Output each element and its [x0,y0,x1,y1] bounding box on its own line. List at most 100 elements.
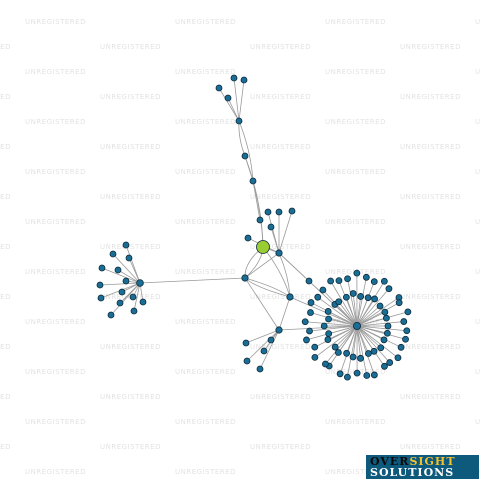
graph-node[interactable] [364,294,372,302]
graph-node[interactable] [98,264,106,272]
graph-node[interactable] [118,288,126,296]
graph-node[interactable] [380,277,388,285]
graph-node[interactable] [244,234,252,242]
graph-node[interactable] [116,299,124,307]
graph-node[interactable] [331,343,339,351]
graph-node[interactable] [319,286,327,294]
graph-node[interactable] [303,336,310,344]
graph-node[interactable] [324,336,332,343]
graph-node[interactable] [342,293,350,301]
graph-node[interactable] [404,308,412,316]
graph-node[interactable] [335,298,343,306]
graph-node[interactable] [307,299,315,306]
hub-node[interactable] [275,249,283,257]
graph-node[interactable] [125,254,133,262]
hub-node-left[interactable] [136,279,144,287]
graph-node[interactable] [107,311,115,319]
hub-node[interactable] [275,326,283,334]
hub-node[interactable] [286,293,294,301]
graph-node[interactable] [402,335,409,343]
graph-node[interactable] [122,277,130,285]
graph-node[interactable] [395,299,403,307]
graph-node[interactable] [381,308,389,316]
graph-node[interactable] [394,354,402,362]
graph-node[interactable] [96,281,104,289]
graph-node[interactable] [307,309,314,316]
graph-node[interactable] [301,318,309,326]
graph-node[interactable] [335,277,343,285]
watermark-text: UNREGISTERED [475,168,480,176]
graph-node[interactable] [230,74,238,82]
graph-node[interactable] [320,322,328,330]
graph-node[interactable] [397,343,405,351]
graph-node[interactable] [322,360,329,368]
graph-node[interactable] [349,353,357,361]
graph-node[interactable] [377,344,385,352]
graph-node[interactable] [264,208,272,216]
graph-node[interactable] [371,295,378,303]
graph-node[interactable] [114,266,122,274]
graph-node[interactable] [353,369,361,377]
graph-node[interactable] [365,350,372,357]
graph-node[interactable] [139,298,147,306]
hub-node-right[interactable] [352,321,361,330]
graph-node[interactable] [243,357,251,365]
graph-node[interactable] [370,371,378,379]
graph-node[interactable] [311,343,319,351]
graph-node[interactable] [267,223,275,231]
graph-node[interactable] [384,322,392,330]
graph-node[interactable] [325,315,332,323]
graph-node[interactable] [130,307,138,315]
graph-node[interactable] [97,294,105,302]
graph-node[interactable] [109,250,117,258]
graph-node[interactable] [129,293,137,301]
graph-node[interactable] [249,177,257,185]
graph-node[interactable] [403,327,411,335]
graph-node[interactable] [235,117,243,125]
graph-node[interactable] [383,329,391,337]
graph-node[interactable] [306,327,313,335]
graph-node[interactable] [357,293,365,300]
graph-node[interactable] [240,76,248,84]
focus-node[interactable] [256,240,270,254]
graph-node[interactable] [381,362,388,370]
graph-node[interactable] [325,330,333,338]
watermark-text: UNREGISTERED [250,343,311,351]
graph-node[interactable] [349,290,357,297]
graph-node[interactable] [382,314,390,322]
graph-node[interactable] [305,277,313,285]
graph-node[interactable] [362,273,370,281]
graph-node[interactable] [370,347,378,355]
graph-node[interactable] [122,241,130,249]
graph-node[interactable] [370,278,378,286]
graph-node[interactable] [327,277,335,285]
graph-node[interactable] [343,349,351,357]
graph-node[interactable] [256,365,264,373]
graph-node[interactable] [288,207,296,215]
graph-node[interactable] [314,293,322,301]
hub-node[interactable] [241,274,249,282]
graph-node[interactable] [224,94,232,102]
graph-node[interactable] [260,347,268,355]
graph-node[interactable] [357,354,364,362]
graph-node[interactable] [376,302,384,310]
graph-node[interactable] [344,275,351,283]
graph-node[interactable] [336,370,344,378]
graph-edge [252,180,261,221]
graph-node[interactable] [311,354,319,361]
graph-node[interactable] [267,336,275,344]
graph-node[interactable] [386,359,394,366]
graph-node[interactable] [380,336,388,344]
graph-node[interactable] [242,339,250,347]
graph-node[interactable] [385,285,393,293]
graph-node[interactable] [215,84,223,92]
graph-node[interactable] [334,349,342,356]
graph-node[interactable] [400,318,408,325]
graph-node[interactable] [363,372,371,379]
graph-node[interactable] [353,269,361,277]
graph-node[interactable] [275,208,283,216]
graph-node[interactable] [344,373,351,381]
graph-node[interactable] [324,308,332,315]
graph-node[interactable] [241,152,249,160]
graph-node[interactable] [256,216,264,224]
